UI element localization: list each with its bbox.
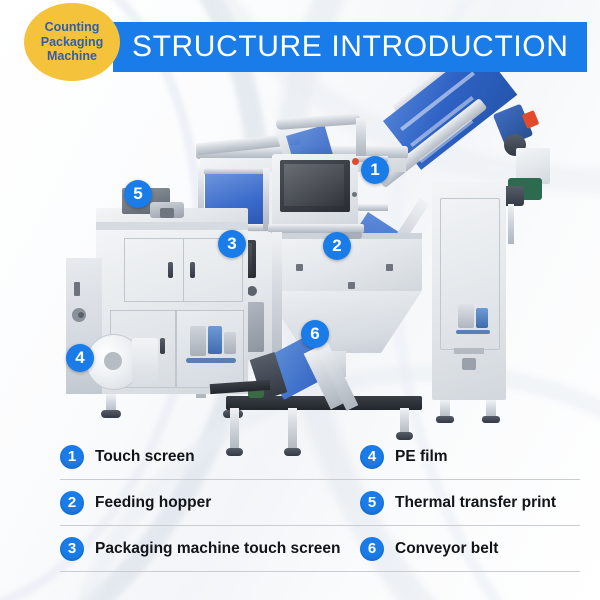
legend-label-3: Packaging machine touch screen (95, 539, 341, 557)
legend-label-4: PE film (395, 447, 448, 465)
machine-photo: 1 2 3 4 5 6 (0, 24, 600, 456)
badge-line-1: Counting (44, 20, 100, 35)
page-title: STRUCTURE INTRODUCTION (132, 30, 569, 63)
legend-number-3: 3 (60, 536, 84, 561)
legend-number-4: 4 (360, 444, 384, 469)
legend-number-6: 6 (360, 536, 384, 561)
badge-line-2: Packaging (40, 34, 104, 49)
badge-line-3: Machine (46, 49, 97, 64)
callout-marker-6[interactable]: 6 (301, 320, 329, 348)
legend-number-1: 1 (60, 444, 84, 469)
title-banner-bar (113, 22, 587, 72)
callout-marker-2[interactable]: 2 (323, 232, 351, 260)
legend-item-4[interactable]: 4 PE film (360, 444, 448, 469)
product-badge: Counting Packaging Machine (24, 3, 120, 81)
legend-item-6[interactable]: 6 Conveyor belt (360, 536, 499, 561)
legend-item-3[interactable]: 3 Packaging machine touch screen (60, 536, 341, 561)
legend-row: 2 Feeding hopper 5 Thermal transfer prin… (60, 480, 580, 526)
legend-item-5[interactable]: 5 Thermal transfer print (360, 490, 557, 515)
callout-marker-4[interactable]: 4 (66, 344, 94, 372)
callout-marker-1[interactable]: 1 (361, 156, 389, 184)
legend-number-5: 5 (360, 490, 384, 515)
callout-marker-3[interactable]: 3 (218, 230, 246, 258)
legend-label-5: Thermal transfer print (395, 493, 557, 511)
legend-label-2: Feeding hopper (95, 493, 212, 511)
legend-number-2: 2 (60, 490, 84, 515)
legend-label-1: Touch screen (95, 447, 195, 465)
legend-table: 1 Touch screen 4 PE film 2 Feeding hoppe… (60, 434, 580, 572)
legend-label-6: Conveyor belt (395, 539, 499, 557)
legend-item-1[interactable]: 1 Touch screen (60, 444, 195, 469)
legend-item-2[interactable]: 2 Feeding hopper (60, 490, 212, 515)
callout-marker-5[interactable]: 5 (124, 180, 152, 208)
legend-row: 3 Packaging machine touch screen 6 Conve… (60, 526, 580, 572)
legend-row: 1 Touch screen 4 PE film (60, 434, 580, 480)
